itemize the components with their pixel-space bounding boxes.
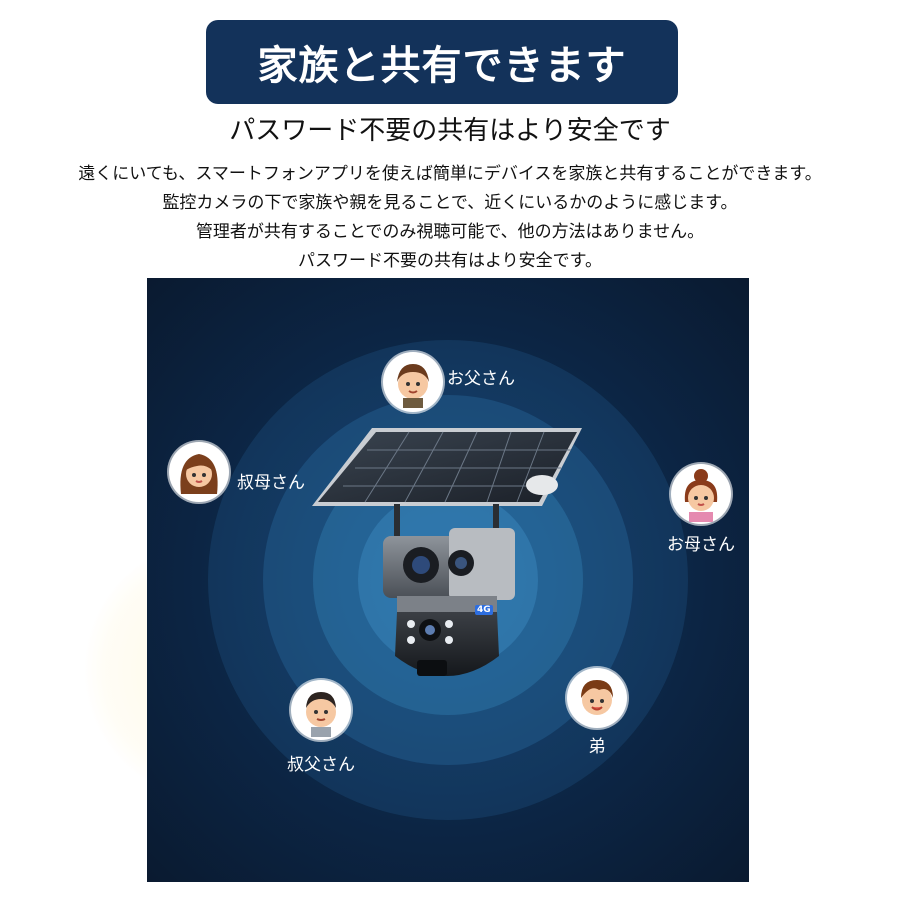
description-line: 監控カメラの下で家族や親を見ることで、近くにいるかのように感じます。 [162,193,738,213]
title-banner: 家族と共有できます [206,20,678,104]
person-mother: お母さん [667,464,735,555]
subtitle: パスワード不要の共有はより安全です [229,116,671,146]
person-label: お母さん [667,535,735,555]
person-father: お父さん [383,352,515,412]
person-aunt: 叔母さん [169,442,305,502]
sharing-illustration: 4G お父さん 叔母さん [147,278,749,882]
solar-camera-icon [312,428,582,676]
description-block: 遠くにいても、スマートフォンアプリを使えば簡単にデバイスを家族と共有することがで… [0,160,900,276]
person-label: 叔母さん [237,472,305,493]
younger-brother-avatar-icon [567,668,627,728]
person-label: 叔父さん [287,755,355,775]
aunt-avatar-icon [169,442,229,502]
camera-badge: 4G [475,605,493,615]
father-avatar-icon [383,352,443,412]
description-line: 管理者が共有することでのみ視聴可能で、他の方法はありません。 [195,222,705,242]
person-label: 弟 [588,737,606,757]
person-label: お父さん [447,368,515,389]
description-line: パスワード不要の共有はより安全です。 [298,251,602,271]
description-line: 遠くにいても、スマートフォンアプリを使えば簡単にデバイスを家族と共有することがで… [78,164,822,184]
uncle-avatar-icon [291,680,351,740]
person-uncle: 叔父さん [287,680,355,775]
person-younger-brother: 弟 [567,668,627,757]
mother-avatar-icon [671,464,731,524]
page-title: 家族と共有できます [257,43,627,89]
